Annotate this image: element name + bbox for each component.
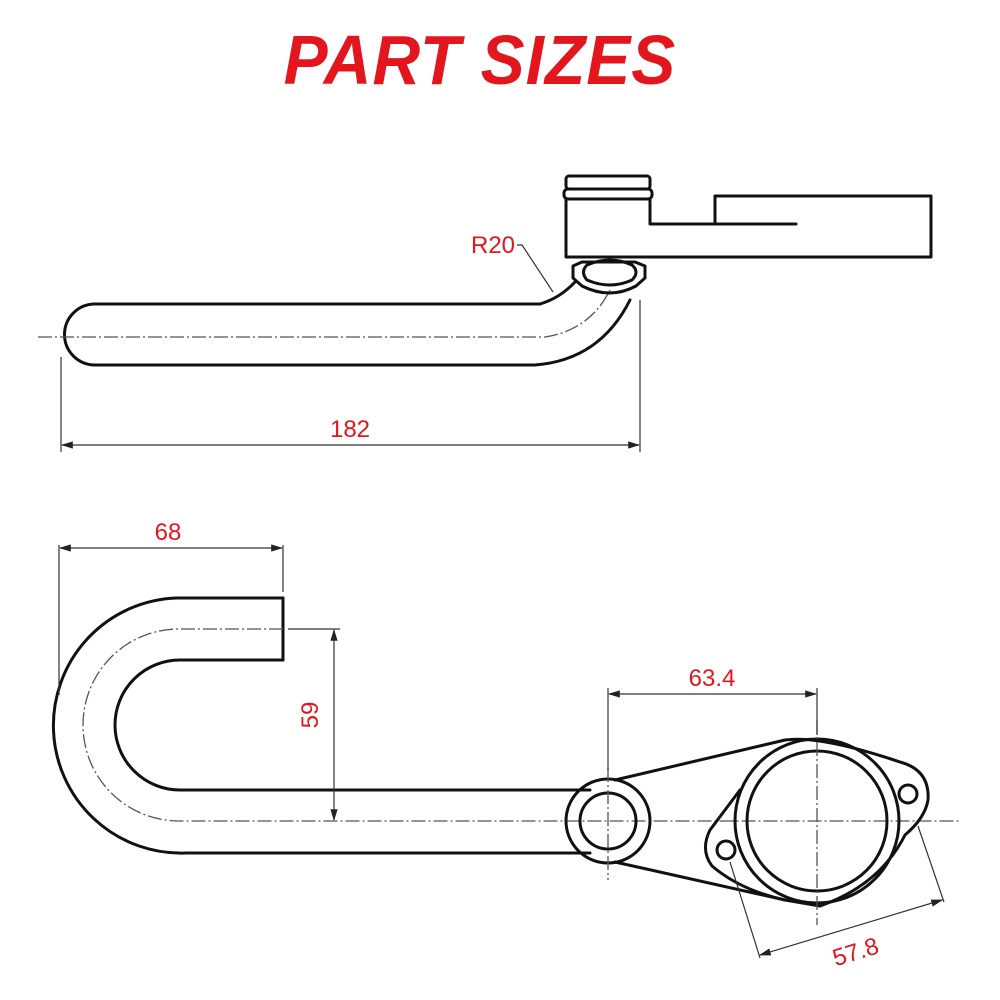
cap-ring [562, 187, 654, 201]
bend-width-label: 68 [155, 519, 182, 546]
flange-plate [613, 737, 930, 908]
j-pipe-inner [113, 658, 592, 792]
bolt-hole-right [897, 783, 919, 805]
bottom-view: 68 59 63.4 57.8 [51, 519, 960, 972]
bolt-hole-left [715, 839, 737, 861]
top-view: R20 182 [38, 174, 933, 452]
bend-height-label: 59 [297, 702, 324, 729]
top-pipe [63, 298, 632, 367]
housing-body [564, 194, 933, 259]
page-title: PART SIZES [283, 21, 677, 99]
cap-top [564, 174, 652, 191]
length-label: 182 [330, 416, 370, 443]
j-pipe-outer [51, 596, 592, 855]
radius-label: R20 [471, 232, 515, 259]
flange-offset-label: 63.4 [689, 665, 736, 692]
bolt-spacing-label: 57.8 [829, 933, 882, 972]
